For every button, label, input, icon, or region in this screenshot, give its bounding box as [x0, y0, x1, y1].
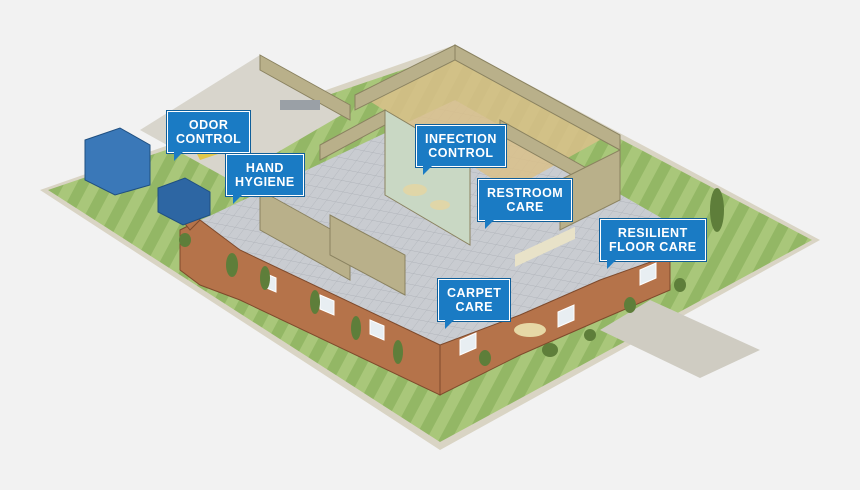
furniture — [280, 100, 575, 337]
shrubs — [179, 188, 724, 366]
hand-hygiene-callout[interactable]: HAND HYGIENE — [226, 154, 304, 204]
carpet-care-callout[interactable]: CARPET CARE — [438, 279, 511, 329]
odor-control-callout[interactable]: ODOR CONTROL — [167, 111, 251, 161]
exterior-walls — [177, 204, 671, 396]
resilient-floor-care-callout[interactable]: RESILIENT FLOOR CARE — [600, 219, 706, 269]
restroom-care-callout[interactable]: RESTROOM CARE — [478, 179, 573, 229]
infection-control-callout[interactable]: INFECTION CONTROL — [416, 125, 506, 175]
